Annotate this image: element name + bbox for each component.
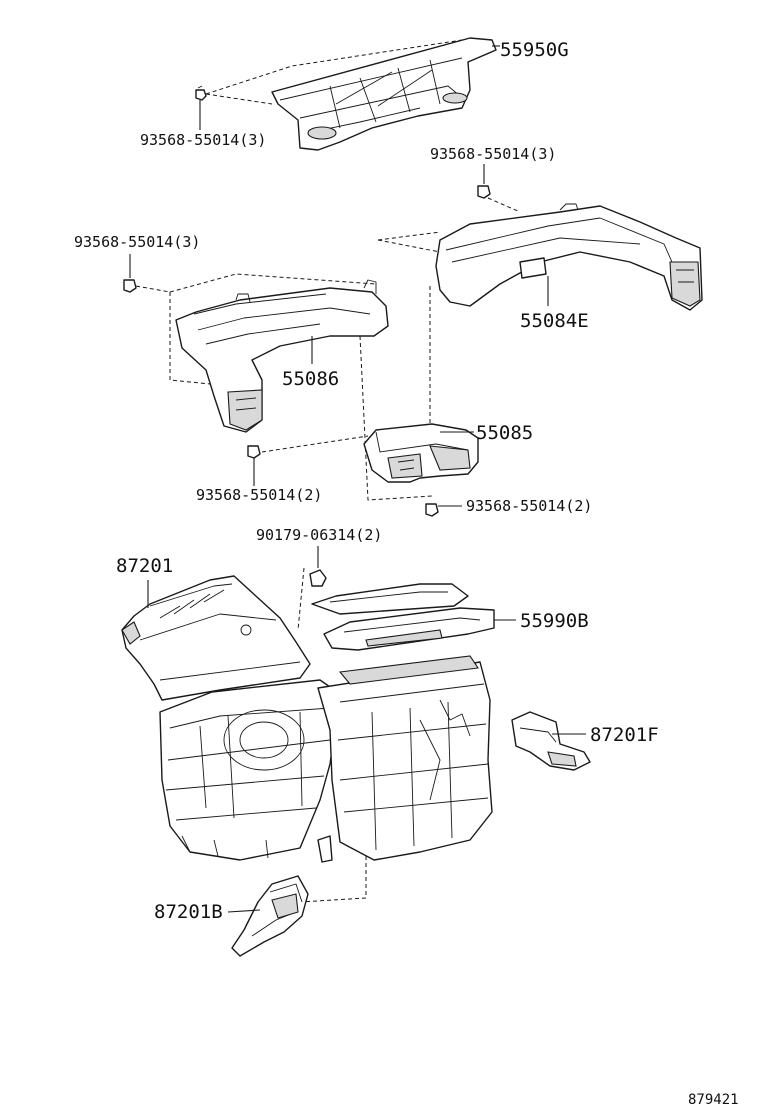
part-87201b[interactable]: [231, 875, 309, 957]
part-55085[interactable]: [363, 423, 479, 483]
label-clip: 90179-06314(2): [256, 526, 382, 544]
part-55084e[interactable]: [435, 203, 703, 311]
part-55950g[interactable]: [271, 37, 497, 151]
label-55084e: 55084E: [520, 310, 589, 332]
part-87201f[interactable]: [511, 711, 591, 771]
hvac-unit-assembly: [159, 655, 493, 863]
label-bolt-upper-right: 93568-55014(3): [430, 145, 556, 163]
label-55990b: 55990B: [520, 610, 589, 632]
label-55950g: 55950G: [500, 39, 569, 61]
label-87201: 87201: [116, 555, 173, 577]
bolt-icon: [123, 279, 137, 293]
label-bolt-mid-left: 93568-55014(2): [196, 486, 322, 504]
label-87201b: 87201B: [154, 901, 223, 923]
bolt-icon: [195, 85, 207, 101]
part-87201[interactable]: [121, 575, 311, 701]
part-55086[interactable]: [175, 279, 389, 433]
part-55990b[interactable]: [311, 583, 495, 651]
illustration-id: 879421: [688, 1092, 739, 1108]
bolt-icon: [477, 185, 491, 199]
label-87201f: 87201F: [590, 724, 659, 746]
bolt-icon: [425, 503, 439, 517]
label-55086: 55086: [282, 368, 339, 390]
label-bolt-left: 93568-55014(3): [74, 233, 200, 251]
bolt-icon: [247, 445, 261, 459]
label-bolt-top: 93568-55014(3): [140, 131, 266, 149]
clip-icon: [309, 569, 327, 587]
label-55085: 55085: [476, 422, 533, 444]
label-bolt-mid-right: 93568-55014(2): [466, 497, 592, 515]
